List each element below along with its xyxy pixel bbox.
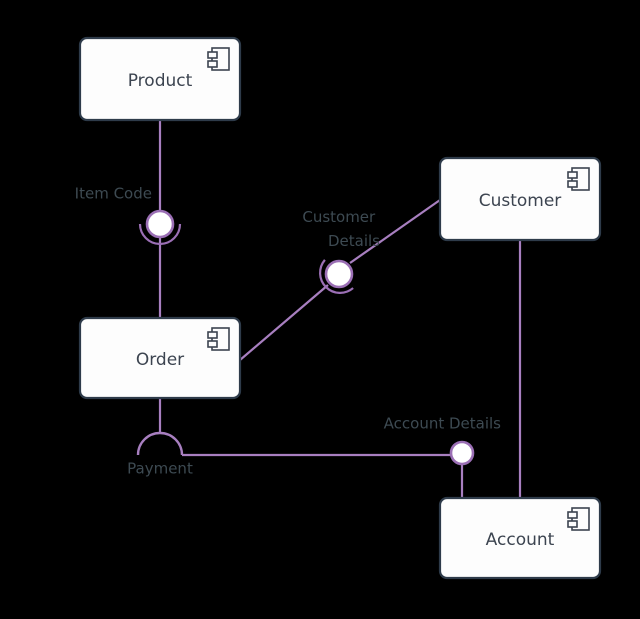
interface-label-layer: Item Code Customer Details Payment Accou… bbox=[75, 185, 502, 478]
component-label: Product bbox=[128, 71, 193, 91]
interface-payment[interactable] bbox=[136, 431, 184, 456]
interface-account-details[interactable] bbox=[449, 440, 475, 466]
interface-label-payment: Payment bbox=[127, 460, 193, 478]
label-line-1: Customer bbox=[302, 208, 376, 226]
provided-interface-ball bbox=[145, 209, 175, 239]
interface-label-item-code: Item Code bbox=[75, 185, 152, 203]
required-socket-arc bbox=[138, 223, 182, 246]
uml-component-icon bbox=[567, 167, 590, 191]
component-order[interactable]: Order bbox=[78, 316, 242, 400]
connector-order-customerdetails bbox=[239, 284, 329, 361]
required-socket-arc bbox=[318, 259, 354, 295]
interface-label-account-details: Account Details bbox=[384, 415, 502, 433]
component-box bbox=[78, 316, 242, 400]
component-product[interactable]: Product bbox=[78, 36, 242, 122]
component-box bbox=[438, 496, 602, 580]
interface-layer bbox=[136, 209, 475, 466]
component-box bbox=[438, 156, 602, 242]
component-label: Order bbox=[136, 350, 184, 370]
interface-customer-details[interactable] bbox=[318, 259, 354, 295]
component-label: Account bbox=[486, 530, 555, 550]
interface-label-customer-details: Customer Details bbox=[302, 208, 380, 250]
provided-interface-ball bbox=[324, 259, 354, 289]
component-box bbox=[78, 36, 242, 122]
component-label: Customer bbox=[479, 191, 562, 211]
uml-component-icon bbox=[567, 507, 590, 531]
uml-component-icon bbox=[207, 327, 230, 351]
interface-item-code[interactable] bbox=[138, 209, 182, 246]
connector-customerdetails-customer bbox=[349, 199, 441, 264]
provided-interface-ball bbox=[449, 440, 475, 466]
uml-component-icon bbox=[207, 47, 230, 71]
component-account[interactable]: Account bbox=[438, 496, 602, 580]
component-layer: Product Customer Ord bbox=[78, 36, 602, 580]
connector-layer bbox=[158, 120, 522, 498]
component-customer[interactable]: Customer bbox=[438, 156, 602, 242]
label-line-2: Details bbox=[328, 232, 380, 250]
required-socket-arc bbox=[136, 431, 184, 456]
